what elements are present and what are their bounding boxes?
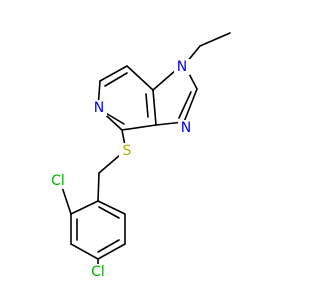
bond-benzene-inner-2 [97,239,120,253]
bond-c7-c6 [99,65,128,82]
mask-s [119,143,135,159]
atom-n1-label: N [177,59,187,75]
bond-c3a-c7a-inner [145,93,149,118]
mask-cl-para [87,264,109,280]
bond-ethyl-ch3 [199,32,231,47]
bond-s-ch2 [98,154,121,174]
bond-c7a-c7 [126,65,154,91]
bond-c3a-c7a [152,89,157,126]
bond-benzene-inner-3 [98,206,120,219]
molecule-structure: N N N S Cl Cl [47,32,231,280]
atom-s-label: S [123,143,132,159]
bond-c4-c3a [121,124,157,131]
atom-cl-ortho-label: Cl [51,173,65,189]
bond-c2-n3 [183,88,198,123]
bond-c7-c6-double [104,72,128,87]
mask-n1 [174,59,190,75]
atom-cl-para-label: Cl [91,264,105,280]
bond-c2-n3-double [178,91,192,119]
bond-layer [61,32,231,272]
atom-label-layer: N N N S Cl Cl [47,59,194,280]
bond-benzene-c3-c4 [70,243,99,260]
mask-n5 [91,100,107,116]
bond-ch2-ring [97,172,100,202]
bond-benzene-c6-c1 [97,200,126,215]
bond-benzene-c4-c5 [97,243,126,260]
atom-n5-label: N [94,100,104,116]
atom-n3-label: N [181,120,191,136]
bond-c7a-n1 [152,69,177,91]
mask-n3 [178,120,194,136]
bond-benzene-c1-c2 [70,200,99,215]
bond-c2-cl [61,186,72,215]
mask-cl-ortho [47,173,69,189]
bond-n5-c4-double [103,111,125,125]
